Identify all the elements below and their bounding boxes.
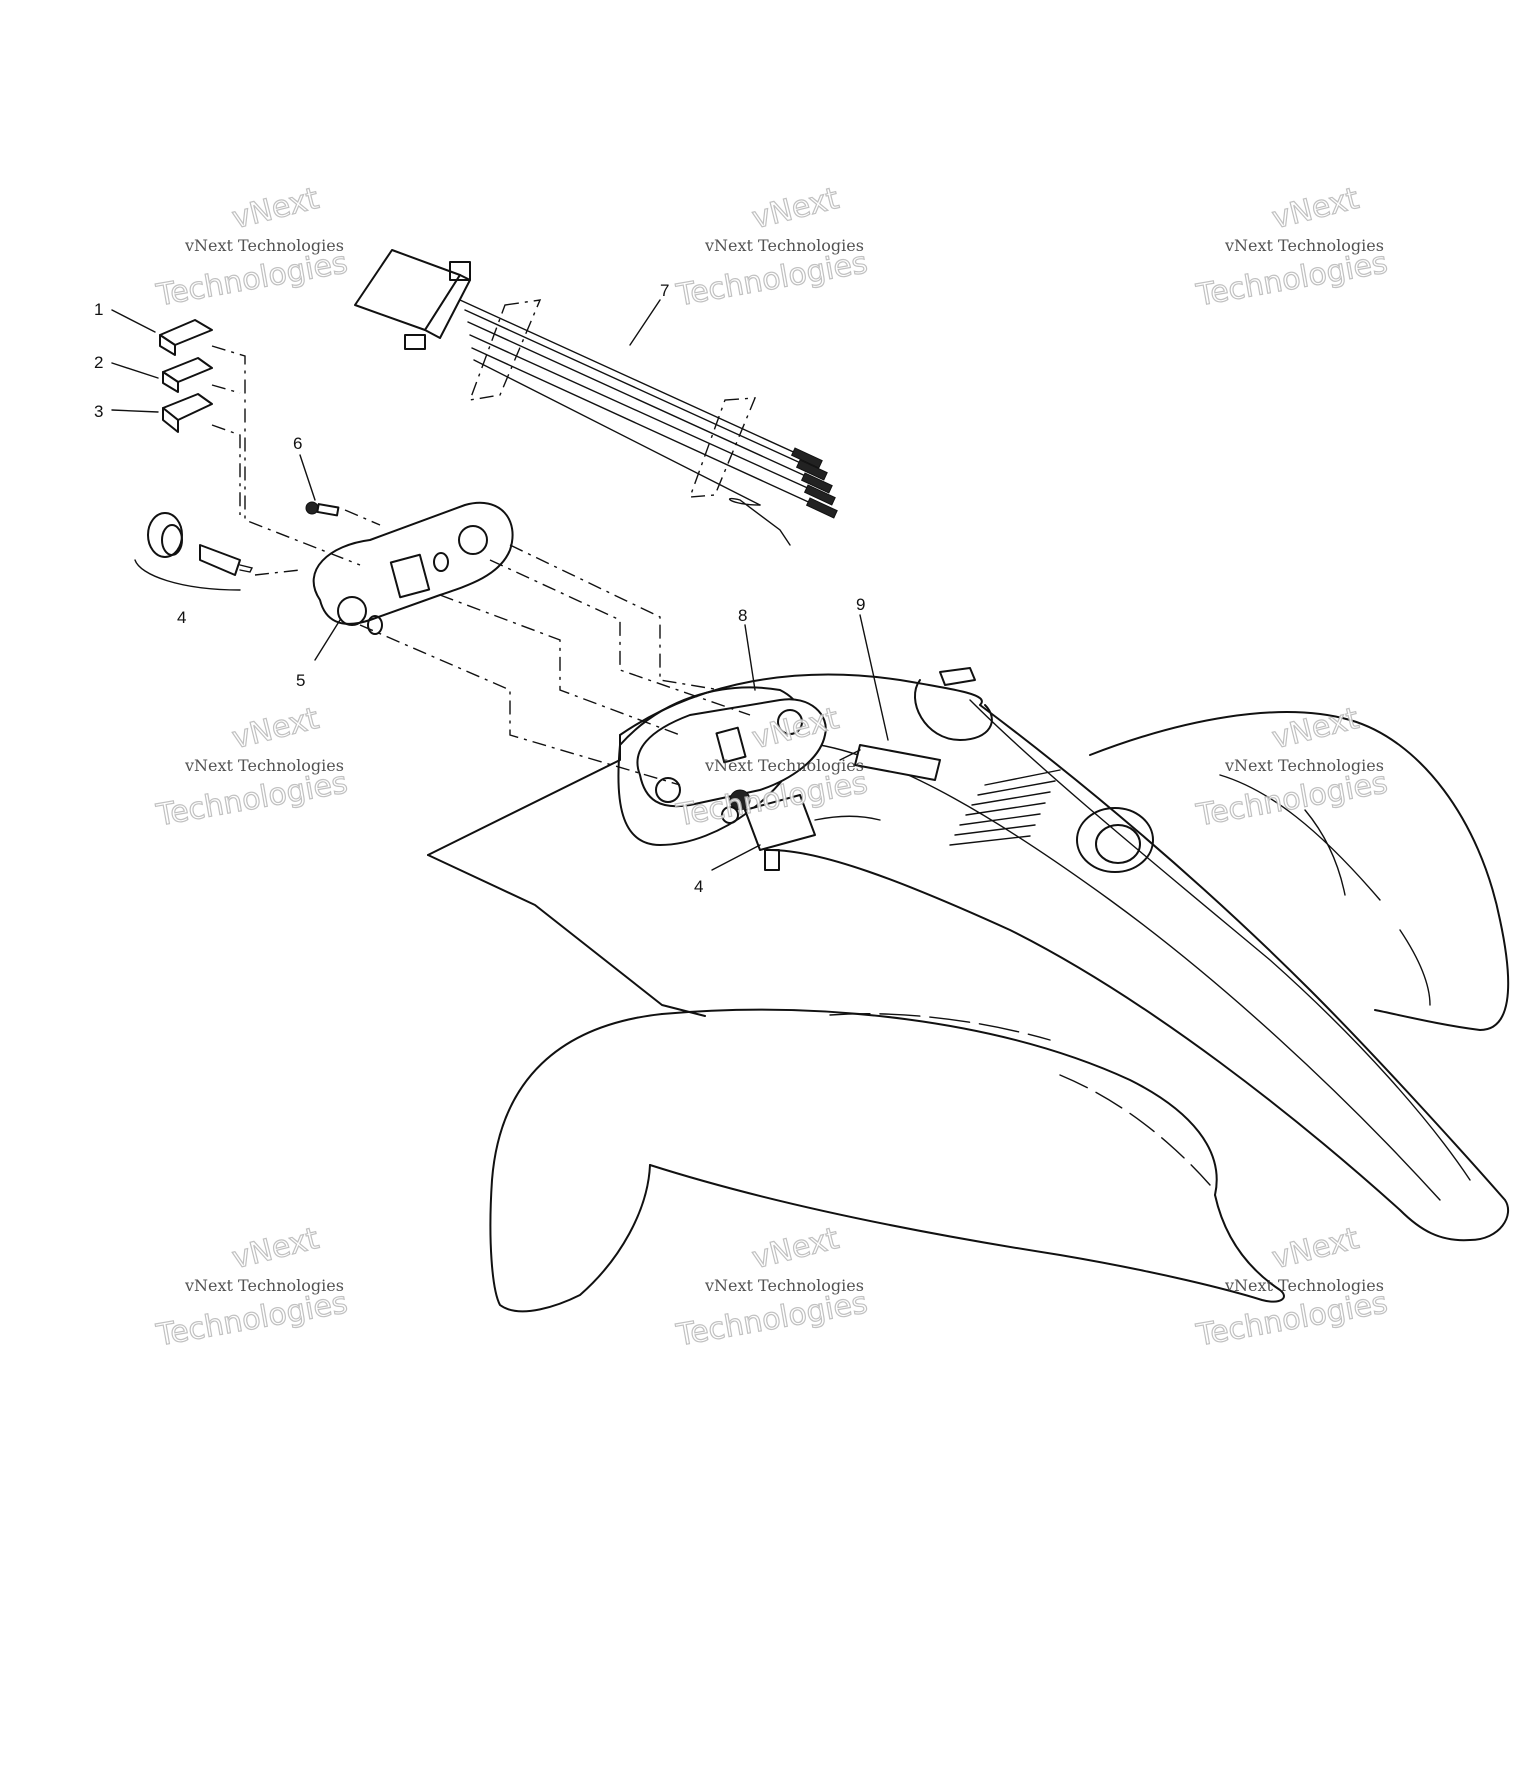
svg-text:Technologies: Technologies [1193, 245, 1390, 313]
watermark: vNext vNext Technologies Technologies [673, 1220, 871, 1354]
ignition-switch-installed [721, 789, 881, 871]
watermark: vNext vNext Technologies Technologies [153, 180, 351, 314]
switch-cap-1 [159, 319, 213, 356]
callout-8: 8 [738, 606, 747, 625]
callout-labels: 1 2 3 4 5 6 7 8 9 4 [94, 281, 865, 896]
svg-text:Technologies: Technologies [1193, 1285, 1390, 1353]
svg-text:vNext: vNext [229, 1221, 323, 1276]
svg-text:vNext Technologies: vNext Technologies [1224, 1276, 1384, 1295]
switch-cap-3 [162, 393, 213, 433]
callout-4-upper: 4 [177, 608, 186, 627]
svg-text:vNext: vNext [749, 181, 843, 236]
callout-leaders [111, 299, 889, 871]
svg-text:vNext Technologies: vNext Technologies [704, 236, 864, 255]
watermark: vNext vNext Technologies Technologies [1193, 700, 1391, 834]
watermark: vNext vNext Technologies Technologies [1193, 180, 1391, 314]
dash-plate [312, 501, 514, 635]
svg-text:vNext: vNext [229, 701, 323, 756]
watermark: vNext vNext Technologies Technologies [153, 700, 351, 834]
svg-text:vNext: vNext [1269, 701, 1363, 756]
assembly-leader-lines [211, 345, 751, 786]
watermark: vNext vNext Technologies Technologies [673, 180, 871, 314]
svg-text:vNext Technologies: vNext Technologies [184, 1276, 344, 1295]
wire-harness [354, 249, 838, 546]
callout-5: 5 [296, 671, 305, 690]
watermarks: vNext vNext Technologies Technologies vN… [153, 180, 1391, 1354]
svg-text:vNext: vNext [1269, 181, 1363, 236]
svg-text:Technologies: Technologies [673, 1285, 870, 1353]
watermark: vNext vNext Technologies Technologies [1193, 1220, 1391, 1354]
svg-text:Technologies: Technologies [153, 1285, 350, 1353]
svg-text:vNext Technologies: vNext Technologies [1224, 236, 1384, 255]
screw [305, 501, 340, 517]
svg-text:vNext: vNext [229, 181, 323, 236]
ignition-key-assembly [134, 512, 254, 591]
svg-text:vNext: vNext [1269, 1221, 1363, 1276]
callout-7: 7 [660, 281, 669, 300]
svg-text:Technologies: Technologies [153, 245, 350, 313]
svg-text:vNext Technologies: vNext Technologies [184, 756, 344, 775]
callout-1: 1 [94, 300, 103, 319]
svg-text:Technologies: Technologies [673, 245, 870, 313]
svg-text:vNext Technologies: vNext Technologies [184, 236, 344, 255]
callout-3: 3 [94, 402, 103, 421]
callout-2: 2 [94, 353, 103, 372]
retainer-clip-installed [839, 744, 941, 781]
callout-6: 6 [293, 434, 302, 453]
callout-4-lower: 4 [694, 877, 703, 896]
svg-text:vNext: vNext [749, 1221, 843, 1276]
watermark: vNext vNext Technologies Technologies [153, 1220, 351, 1354]
svg-text:vNext Technologies: vNext Technologies [704, 756, 864, 775]
svg-text:Technologies: Technologies [153, 765, 350, 833]
vent-grille [949, 769, 1061, 846]
switch-cap-2 [162, 357, 213, 393]
dash-plate-installed [636, 698, 827, 808]
svg-text:vNext Technologies: vNext Technologies [704, 1276, 864, 1295]
svg-text:vNext Technologies: vNext Technologies [1224, 756, 1384, 775]
callout-9: 9 [856, 595, 865, 614]
